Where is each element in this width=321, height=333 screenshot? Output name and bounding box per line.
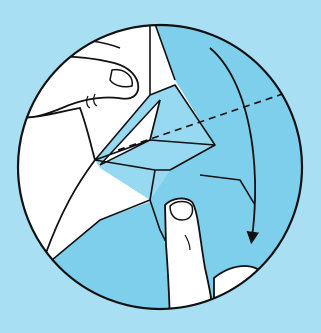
right-fingernail [170, 202, 193, 221]
